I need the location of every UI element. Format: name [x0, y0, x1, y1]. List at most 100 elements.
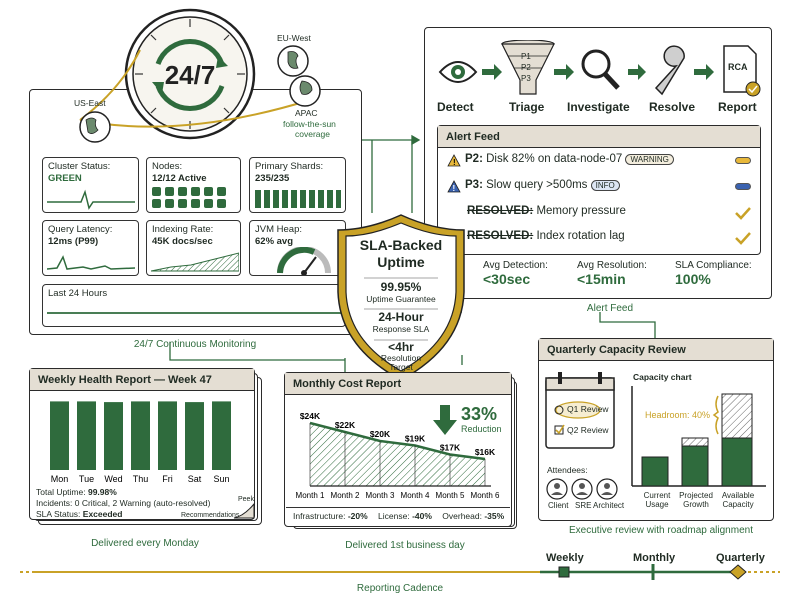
alert-row-p2[interactable]: ! P2: Disk 82% on data-node-07 WARNING: [447, 153, 757, 169]
sla-uptime-value: 99.95%: [380, 280, 422, 294]
cluster-status-label: Cluster Status:: [48, 161, 111, 172]
primary-shards-tile[interactable]: Primary Shards: 235/235: [249, 157, 346, 213]
attendee-architect: Architect: [593, 501, 625, 510]
cost-value-label: $20K: [370, 429, 391, 439]
q2-review[interactable]: Q2 Review: [567, 425, 609, 435]
wrench-icon: [654, 45, 685, 96]
alert-row-p3[interactable]: ! P3: Slow query >500ms INFO: [447, 179, 757, 195]
nodes-value: 12/12 Active: [152, 173, 207, 184]
weekly-bar: [131, 401, 150, 470]
latency-label: Query Latency:: [48, 224, 113, 235]
breakdown-infra-value: -20%: [347, 511, 368, 521]
alert-p3-text: Slow query >500ms: [482, 179, 588, 191]
q1-review[interactable]: Q1 Review: [567, 404, 609, 414]
query-latency-tile[interactable]: Query Latency: 12ms (P99): [42, 220, 139, 276]
attendee-client: Client: [548, 501, 569, 510]
cost-breakdown: Infrastructure: -20% License: -40% Overh…: [286, 507, 510, 523]
weekly-day-label: Thu: [133, 474, 149, 484]
cluster-status-tile[interactable]: Cluster Status: GREEN: [42, 157, 139, 213]
indexing-rate-tile[interactable]: Indexing Rate: 45K docs/sec: [146, 220, 241, 276]
region-us-east: US-East: [74, 98, 106, 108]
bar-projected-label2: Growth: [683, 500, 709, 509]
cost-value-label: $24K: [300, 411, 321, 421]
weekly-day-label: Wed: [104, 474, 122, 484]
breakdown-license-value: -40%: [412, 511, 432, 521]
region-apac: APAC: [295, 108, 318, 118]
sla-uptime-label: Uptime Guarantee: [366, 294, 436, 304]
jvm-heap-tile[interactable]: JVM Heap: 62% avg: [249, 220, 346, 276]
bar-available-label1: Available: [721, 491, 755, 500]
funnel-p3: P3: [521, 74, 531, 83]
bar-current-label1: Current: [643, 491, 671, 500]
alert-feed-title: Alert Feed: [438, 126, 760, 148]
node-dots: [152, 187, 226, 208]
eye-icon: [438, 61, 478, 83]
cost-area: [310, 423, 485, 486]
bar-available-label2: Capacity: [722, 500, 754, 509]
heap-label: JVM Heap:: [255, 224, 302, 235]
step-investigate: Investigate: [567, 100, 630, 114]
sla-response-value: 24-Hour: [378, 310, 424, 324]
breakdown-license-label: License:: [378, 511, 413, 521]
last-24-hours-tile[interactable]: Last 24 Hours: [42, 284, 346, 327]
last24-label: Last 24 Hours: [48, 288, 108, 299]
alert-row-resolved-2[interactable]: RESOLVED: Index rotation lag: [447, 230, 757, 246]
metric-sla-value: 100%: [675, 271, 711, 287]
cost-value-label: $16K: [475, 447, 496, 457]
weekly-bar: [50, 401, 69, 470]
step-report: Report: [718, 100, 757, 114]
monitoring-caption: 24/7 Continuous Monitoring: [133, 339, 257, 350]
nodes-tile[interactable]: Nodes: 12/12 Active: [146, 157, 241, 213]
alert-p3-prefix: P3:: [465, 179, 483, 191]
cadence-caption: Reporting Cadence: [356, 583, 444, 594]
weekly-incidents: Incidents: 0 Critical, 2 Warning (auto-r…: [36, 498, 211, 508]
weekly-day-label: Sun: [213, 474, 229, 484]
globe-eu-west-icon: [277, 45, 309, 77]
shards-value: 235/235: [255, 173, 290, 184]
weekly-bar: [212, 401, 231, 470]
breakdown-overhead-value: -35%: [484, 511, 505, 521]
weekly-day-label: Fri: [162, 474, 173, 484]
calendar-icon: [545, 372, 615, 449]
attendee-avatars: [546, 478, 618, 500]
alert-feed-caption: Alert Feed: [586, 303, 634, 314]
cost-month-label: Month 2: [331, 491, 360, 500]
cost-month-label: Month 4: [401, 491, 430, 500]
cadence-timeline: [20, 564, 780, 580]
peek-label: Peek: [238, 496, 254, 503]
capacity-title: Quarterly Capacity Review: [539, 339, 773, 361]
svg-text:!: !: [453, 158, 456, 167]
metric-detection-value: <30sec: [483, 271, 531, 287]
weekly-uptime-label: Total Uptime:: [36, 487, 88, 497]
weekly-caption: Delivered every Monday: [91, 538, 199, 549]
alert-row-resolved-1[interactable]: RESOLVED: Memory pressure: [447, 205, 757, 221]
step-triage: Triage: [509, 100, 545, 114]
cadence-monthly: Monthly: [633, 552, 676, 564]
recommendations-label[interactable]: Recommendations: [181, 512, 240, 519]
latency-sparkline: [47, 255, 135, 270]
cost-reduction-value: 33%: [461, 404, 498, 424]
cost-value-label: $17K: [440, 443, 461, 453]
metric-detection: Avg Detection: <30sec: [483, 260, 563, 287]
indexing-label: Indexing Rate:: [152, 224, 214, 235]
magnifier-icon: [581, 49, 620, 90]
resolved-2-prefix: RESOLVED:: [467, 230, 534, 242]
shard-bars: [255, 190, 341, 208]
globe-apac-icon: [289, 75, 321, 107]
weekly-bar: [77, 401, 96, 470]
down-arrow-icon: [433, 405, 457, 435]
cadence-quarterly: Quarterly: [716, 552, 765, 564]
step-detect: Detect: [437, 100, 474, 114]
sla-title-line2: Uptime: [377, 254, 425, 270]
alert-p2-prefix: P2:: [465, 153, 483, 165]
cost-month-label: Month 6: [471, 491, 500, 500]
check-icon: [735, 232, 751, 245]
info-badge: INFO: [590, 180, 620, 191]
metric-detection-label: Avg Detection:: [483, 260, 548, 271]
sla-resolution-value: <4hr: [388, 340, 414, 354]
headroom-label: Headroom: 40%: [645, 410, 711, 420]
metric-sla: SLA Compliance: 100%: [675, 260, 765, 287]
capacity-bar-chart: [631, 386, 766, 487]
